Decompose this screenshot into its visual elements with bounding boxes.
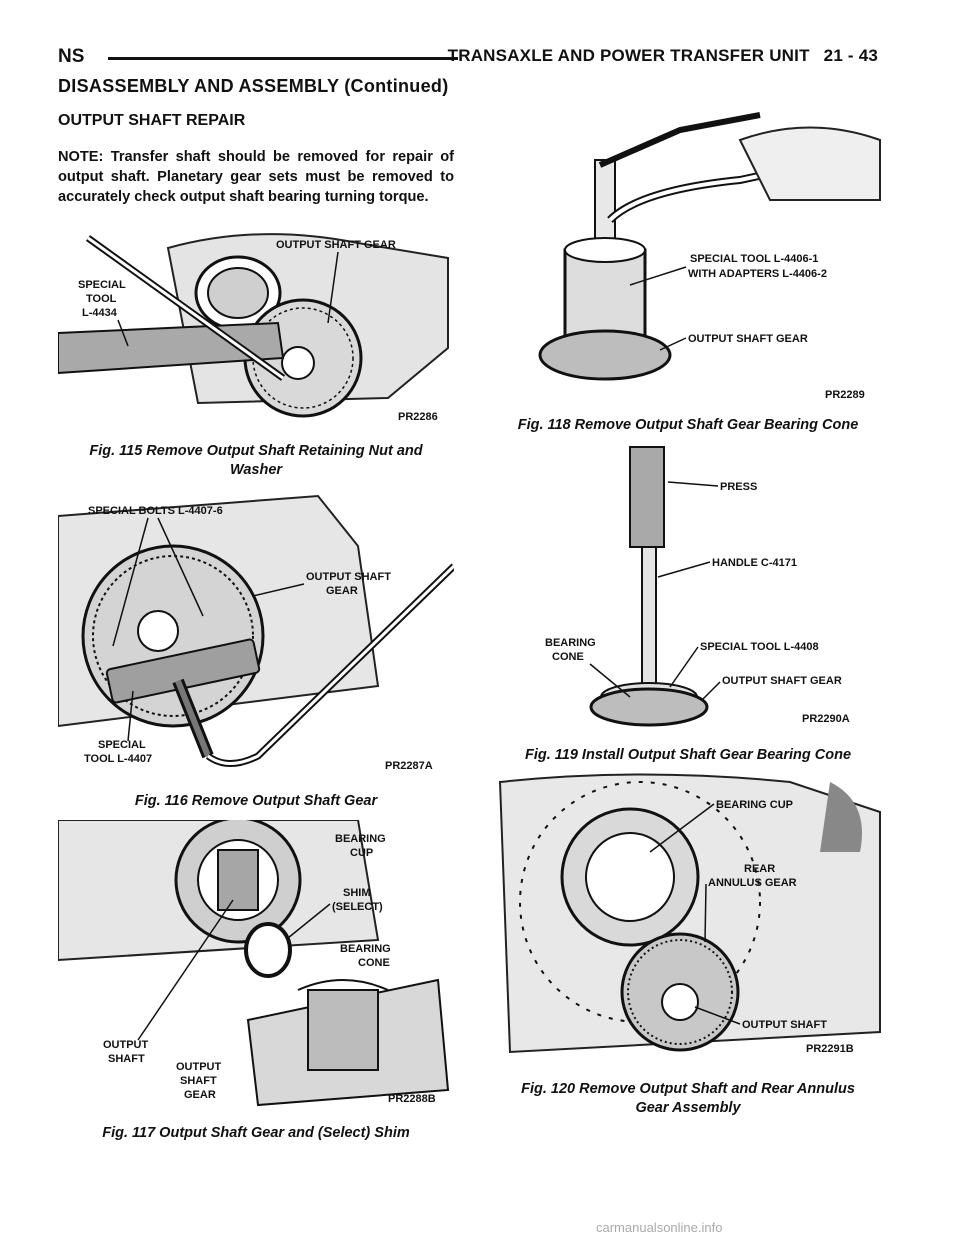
fig120-label-annulus: ANNULUS GEAR [708,877,797,889]
fig117-label-bearing: BEARING [335,833,386,845]
fig120-code: PR2291B [806,1043,854,1055]
fig119-label-press: PRESS [720,481,757,493]
fig115-caption-line2: Washer [229,462,283,478]
watermark: carmanualsonline.info [596,1220,723,1235]
fig115-label-number: L-4434 [82,307,118,319]
fig119-label-gear: OUTPUT SHAFT GEAR [722,675,842,687]
fig117-label-shaft: SHAFT [108,1053,145,1065]
fig117-label-shaft2: SHAFT [180,1075,217,1087]
fig117-caption: Fig. 117 Output Shaft Gear and (Select) … [58,1124,454,1143]
fig118-label-adapters: WITH ADAPTERS L-4406-2 [688,268,827,280]
fig119-label-tool: SPECIAL TOOL L-4408 [700,641,819,653]
fig116-caption: Fig. 116 Remove Output Shaft Gear [58,792,454,811]
fig119-caption: Fig. 119 Install Output Shaft Gear Beari… [490,746,886,765]
figure-117-illustration: BEARING CUP SHIM (SELECT) BEARING CONE O… [58,820,454,1110]
figure-118-illustration: SPECIAL TOOL L-4406-1 WITH ADAPTERS L-44… [490,110,886,410]
fig116-label-special: SPECIAL [98,739,146,751]
fig117-label-shim: SHIM [343,887,371,899]
fig117-label-cup: CUP [350,847,373,859]
fig118-label-tool: SPECIAL TOOL L-4406-1 [690,253,818,265]
fig115-caption: Fig. 115 Remove Output Shaft Retaining N… [58,442,454,480]
fig117-label-bearing2: BEARING [340,943,391,955]
fig117-label-output: OUTPUT [103,1039,149,1051]
page-number: 21 - 43 [823,46,878,65]
fig117-code: PR2288B [388,1093,436,1105]
fig118-caption: Fig. 118 Remove Output Shaft Gear Bearin… [490,416,886,435]
fig120-caption-line1: Fig. 120 Remove Output Shaft and Rear An… [521,1081,855,1097]
fig116-label-outputshaft: OUTPUT SHAFT [306,571,391,583]
figure-120-illustration: BEARING CUP REAR ANNULUS GEAR OUTPUT SHA… [490,772,886,1062]
fig119-label-handle: HANDLE C-4171 [712,557,797,569]
figure-116-illustration: SPECIAL BOLTS L-4407-6 OUTPUT SHAFT GEAR… [58,486,454,776]
fig120-caption-line2: Gear Assembly [635,1100,741,1116]
fig116-caption-line1: Fig. 116 Remove Output Shaft Gear [134,793,378,809]
header-model: NS [58,46,85,67]
fig117-label-gear: GEAR [184,1089,216,1101]
fig118-code: PR2289 [825,389,865,401]
header-rule [108,57,458,60]
fig120-label-outputshaft: OUTPUT SHAFT [742,1019,827,1031]
fig116-label-bolts: SPECIAL BOLTS L-4407-6 [88,505,223,517]
fig117-label-select: (SELECT) [332,901,383,913]
fig117-caption-line1: Fig. 117 Output Shaft Gear and (Select) … [102,1125,410,1141]
fig120-label-rear: REAR [744,863,775,875]
fig115-label-special: SPECIAL [78,279,126,291]
fig118-caption-line1: Fig. 118 Remove Output Shaft Gear Bearin… [517,417,859,433]
fig118-label-gear: OUTPUT SHAFT GEAR [688,333,808,345]
fig116-label-tool: TOOL L-4407 [84,753,152,765]
fig119-code: PR2290A [802,713,850,725]
section-title: OUTPUT SHAFT REPAIR [58,112,246,129]
fig115-caption-line1: Fig. 115 Remove Output Shaft Retaining N… [89,443,423,459]
fig116-label-gear: GEAR [326,585,358,597]
fig119-label-cone: CONE [552,651,584,663]
fig115-label-tool: TOOL [86,293,117,305]
header-title: TRANSAXLE AND POWER TRANSFER UNIT [447,46,810,65]
header-title-block: TRANSAXLE AND POWER TRANSFER UNIT 21 - 43 [448,46,878,66]
fig116-code: PR2287A [385,760,433,772]
fig119-label-bearing: BEARING [545,637,596,649]
note-paragraph: NOTE: Transfer shaft should be removed f… [58,149,454,205]
fig115-label-gear: OUTPUT SHAFT GEAR [276,239,396,251]
figure-115-illustration: OUTPUT SHAFT GEAR SPECIAL TOOL L-4434 PR… [58,228,454,428]
fig115-code: PR2286 [398,411,438,423]
fig117-label-output2: OUTPUT [176,1061,222,1073]
figure-119-illustration: PRESS HANDLE C-4171 BEARING CONE SPECIAL… [490,442,886,737]
fig120-caption: Fig. 120 Remove Output Shaft and Rear An… [490,1080,886,1118]
subheading: DISASSEMBLY AND ASSEMBLY (Continued) [58,76,449,96]
page-header: NS TRANSAXLE AND POWER TRANSFER UNIT 21 -… [58,40,878,68]
fig117-label-cone: CONE [358,957,390,969]
fig119-caption-line1: Fig. 119 Install Output Shaft Gear Beari… [524,747,852,763]
fig120-label-bearingcup: BEARING CUP [716,799,793,811]
